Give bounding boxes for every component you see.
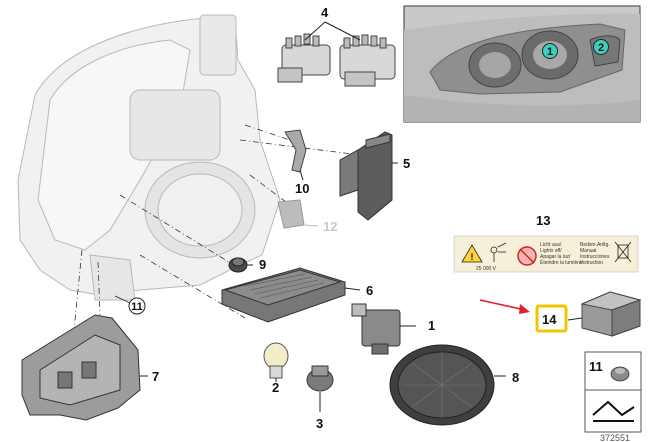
label-10: 10 xyxy=(295,181,309,196)
svg-text:Éteindre la lumière/: Éteindre la lumière/ xyxy=(540,259,584,266)
label-2: 2 xyxy=(272,380,279,395)
label-3: 3 xyxy=(316,416,323,431)
label-14: 14 xyxy=(542,312,557,327)
svg-text:!: ! xyxy=(471,252,474,262)
headlight-housing xyxy=(17,14,281,301)
svg-text:1: 1 xyxy=(547,46,553,58)
label-5: 5 xyxy=(403,156,410,171)
part-2-bulb xyxy=(263,342,289,382)
no-touch-icon xyxy=(517,246,537,266)
part-14-highlight-box xyxy=(535,304,568,333)
highlight-arrow xyxy=(479,299,530,314)
part-14-box xyxy=(567,291,642,337)
svg-text:Lights off/: Lights off/ xyxy=(540,248,562,254)
clip-icon xyxy=(610,366,630,382)
label-4: 4 xyxy=(321,5,329,20)
reference-symbol-icon xyxy=(592,400,635,422)
document-number: 372551 xyxy=(600,433,630,442)
lamp-person-icon xyxy=(490,242,507,262)
svg-text:11: 11 xyxy=(131,301,143,313)
label-7: 7 xyxy=(152,369,159,384)
svg-text:Instrucciones: Instrucciones xyxy=(580,254,610,260)
inset-marker-2: 2 xyxy=(593,39,609,55)
label-8: 8 xyxy=(512,370,519,385)
label-6: 6 xyxy=(366,283,373,298)
part-7-bracket xyxy=(21,314,148,421)
part-5-control-unit xyxy=(339,131,398,221)
part-4-modules xyxy=(277,21,396,87)
callout-11: 11 xyxy=(114,295,146,315)
part-1-igniter xyxy=(351,303,416,355)
label-12: 12 xyxy=(323,219,337,234)
warning-triangle-icon: ! xyxy=(461,244,483,263)
label-1: 1 xyxy=(428,318,435,333)
legend-box xyxy=(584,351,642,433)
svg-text:Instruction: Instruction xyxy=(580,260,603,266)
label-13: 13 xyxy=(536,213,550,228)
part-9-grommet xyxy=(228,257,253,273)
label-9: 9 xyxy=(259,257,266,272)
inset-photo xyxy=(403,5,641,123)
disposal-bin-icon xyxy=(614,241,632,263)
svg-text:2: 2 xyxy=(598,42,604,54)
legend-label-11: 11 xyxy=(589,359,603,374)
part-13-warning-label: ! 25 000 V Licht aus/ Lights off/ Apagar… xyxy=(453,235,639,273)
svg-text:Apagar la luz/: Apagar la luz/ xyxy=(540,254,571,260)
svg-text:25 000 V: 25 000 V xyxy=(476,266,497,272)
part-12-bracket xyxy=(277,199,319,229)
svg-text:Bedien.Anltg.: Bedien.Anltg. xyxy=(580,242,610,248)
part-10-bracket xyxy=(284,129,307,181)
svg-text:Manual: Manual xyxy=(580,248,596,254)
part-3-socket xyxy=(306,365,334,412)
part-6-ballast xyxy=(221,267,361,323)
part-8-cover-cap xyxy=(389,344,506,426)
inset-marker-1: 1 xyxy=(542,43,558,59)
svg-text:Licht aus/: Licht aus/ xyxy=(540,242,562,248)
